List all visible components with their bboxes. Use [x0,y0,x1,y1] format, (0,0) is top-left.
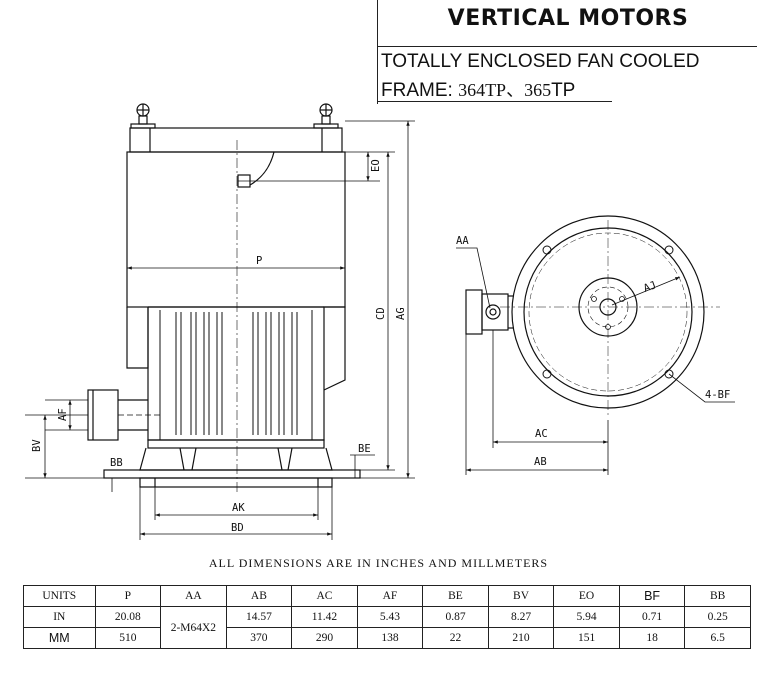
table-cell: 14.57 [225,606,293,628]
table-cell: 0.25 [684,606,751,628]
header-cell: P [94,585,162,607]
aa-cell: 2-M64X2 [160,606,227,649]
table-cell: 138 [356,627,424,649]
conduit-box-top [465,289,514,335]
table-cell: 5.43 [356,606,424,628]
title-divider [378,46,757,47]
frame-value-1: 364TP、365 [458,80,552,100]
title-box: VERTICAL MOTORS TOTALLY ENCLOSED FAN COO… [377,0,757,104]
frame-underline [378,101,612,102]
motor-housing [126,151,346,308]
label-bv: BV [31,439,43,452]
table-cell: 20.08 [94,606,162,628]
table-cell: 11.42 [291,606,358,628]
header-cell: AC [291,585,358,607]
dimensions-caption: ALL DIMENSIONS ARE IN INCHES AND MILLMET… [208,556,549,570]
label-bd: BD [231,522,244,534]
unit-cell: IN [23,606,96,628]
table-cell: 151 [553,627,620,649]
label-bb: BB [110,457,123,469]
table-header-row: UNITS P AA AB AC AF BE BV EO BF BB [23,585,751,607]
side-view [87,103,380,495]
header-cell: AF [356,585,424,607]
table-row: IN 20.08 2-M64X2 14.57 11.42 5.43 0.87 8… [23,606,751,649]
label-cd: CD [375,307,387,320]
label-eo: EO [370,159,382,172]
conduit-box [87,389,160,441]
label-ab: AB [534,456,547,468]
label-ak: AK [232,502,245,514]
label-ac: AC [535,428,548,440]
table-cell: 0.87 [422,606,489,628]
label-p: P [256,255,262,267]
label-aj: AJ [642,279,658,295]
label-bf: 4-BF [705,389,730,401]
frame-line: FRAME: 364TP、365TP [381,76,575,102]
header-cell: EO [553,585,620,607]
label-aa: AA [456,235,469,247]
table-cell: 22 [422,627,489,649]
header-cell: BV [487,585,555,607]
dimensions-table: UNITS P AA AB AC AF BE BV EO BF BB IN 20… [23,585,751,649]
cooling-fins [159,310,313,440]
bolt-holes [542,245,674,379]
table-cell: 18 [618,627,686,649]
table-cell: 290 [291,627,358,649]
page-title: VERTICAL MOTORS [447,6,689,31]
table-cell: 510 [94,627,162,649]
lifting-eye-left [130,103,156,129]
header-cell: BB [684,585,751,607]
label-af: AF [57,408,69,421]
header-cell: AB [225,585,293,607]
frame-label: FRAME: [381,80,459,101]
lifting-eye-right [313,103,339,129]
header-cell: BF [618,585,686,607]
table-cell: 5.94 [553,606,620,628]
label-ag: AG [395,307,407,320]
table-cell: 0.71 [618,606,686,628]
header-cell: AA [160,585,227,607]
top-rim [129,127,343,153]
fin-housing [126,307,149,369]
header-cell: UNITS [23,585,96,607]
table-cell: 6.5 [684,627,751,649]
table-cell: 370 [225,627,293,649]
base-flange [103,439,361,488]
top-dimensions [456,247,735,475]
side-dimensions [25,120,415,540]
table-cell: 8.27 [487,606,555,628]
table-cell: 210 [487,627,555,649]
unit-cell: MM [23,627,96,649]
label-be: BE [358,443,371,455]
table-row: MM 510 370 290 138 22 210 151 18 6.5 [23,627,751,649]
motor-drawing: P CD AG EO AF BV BB BE AK BD [25,103,735,540]
header-cell: BE [422,585,489,607]
top-view [465,215,720,415]
frame-value-2: TP [551,80,576,101]
enclosure-subtitle: TOTALLY ENCLOSED FAN COOLED [381,51,700,72]
